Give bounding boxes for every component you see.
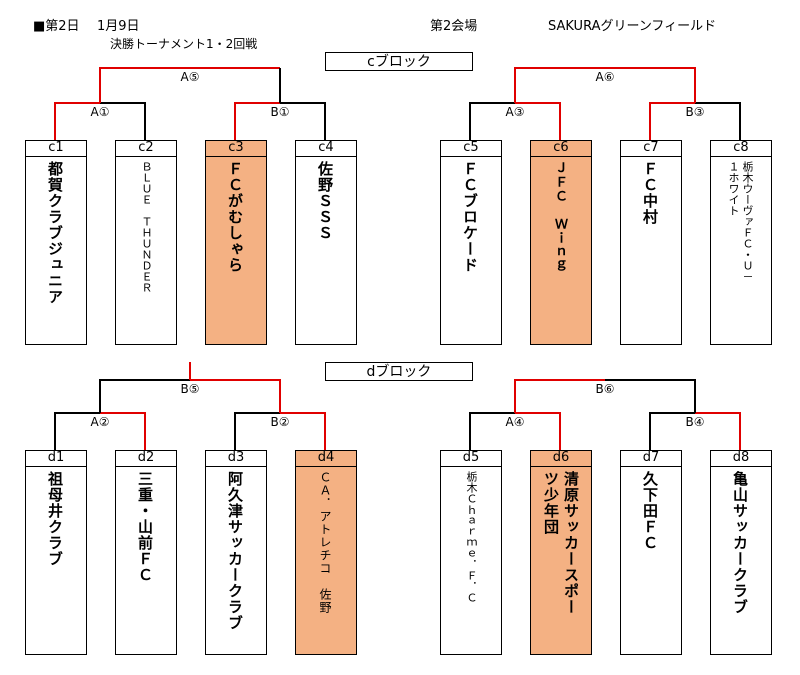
team-name: 祖母井クラブ — [46, 471, 64, 567]
team-card-c7: c7 ＦＣ中村 — [620, 140, 682, 345]
team-card-c2: c2 ＢＬＵＥ ＴＨＵＮＤＥＲ — [115, 140, 177, 345]
team-name: ＣＡ．アトレチコ 佐野 — [318, 471, 332, 614]
team-name: ＦＣがむしゃら — [226, 161, 244, 273]
match-label: B① — [260, 105, 300, 119]
team-card-c8: c8 栃木ウーヴァＦＣ・Ｕ－ １ホワイト — [710, 140, 772, 345]
stage-subtitle: 決勝トーナメント1・2回戦 — [110, 37, 258, 51]
team-card-c6: c6 ＪＦＣ Ｗｉｎｇ — [530, 140, 592, 345]
match-label: A⑤ — [170, 70, 210, 84]
team-card-d5: d5 栃木Ｃｈａｒｍｅ．Ｆ．Ｃ — [440, 450, 502, 655]
team-card-d7: d7 久下田ＦＣ — [620, 450, 682, 655]
team-code: d3 — [206, 451, 266, 467]
team-name: 栃木Ｃｈａｒｍｅ．Ｆ．Ｃ — [465, 471, 478, 603]
team-code: d6 — [531, 451, 591, 467]
field-label: SAKURAグリーンフィールド — [548, 19, 717, 34]
match-label: B② — [260, 415, 300, 429]
team-code: c7 — [621, 141, 681, 157]
team-code: d5 — [441, 451, 501, 467]
team-card-d4: d4 ＣＡ．アトレチコ 佐野 — [295, 450, 357, 655]
team-card-c4: c4 佐野ＳＳＳ — [295, 140, 357, 345]
team-code: c6 — [531, 141, 591, 157]
team-name: ＢＬＵＥ ＴＨＵＮＤＥＲ — [140, 161, 153, 293]
team-code: c1 — [26, 141, 86, 157]
team-name: ＪＦＣ Ｗｉｎｇ — [552, 161, 567, 273]
team-name: ＦＣブロケード — [461, 161, 479, 273]
day-label: ■第2日 — [33, 19, 80, 34]
team-name: 三重・山前ＦＣ — [136, 471, 154, 583]
block-c-label: cブロック — [325, 52, 473, 71]
team-code: c3 — [206, 141, 266, 157]
team-code: d4 — [296, 451, 356, 467]
match-label: B③ — [675, 105, 715, 119]
team-code: d8 — [711, 451, 771, 467]
team-name-line2: ツ少年団 — [542, 471, 560, 535]
match-label: B④ — [675, 415, 715, 429]
team-name: 亀山サッカークラブ — [731, 471, 749, 615]
team-code: d2 — [116, 451, 176, 467]
match-label: A③ — [495, 105, 535, 119]
team-code: d7 — [621, 451, 681, 467]
team-card-c5: c5 ＦＣブロケード — [440, 140, 502, 345]
team-name: 都賀クラブジュニア — [46, 161, 64, 305]
team-card-d2: d2 三重・山前ＦＣ — [115, 450, 177, 655]
match-label: A② — [80, 415, 120, 429]
block-d-label: dブロック — [325, 362, 473, 381]
team-card-d3: d3 阿久津サッカークラブ — [205, 450, 267, 655]
team-card-d1: d1 祖母井クラブ — [25, 450, 87, 655]
venue-label: 第2会場 — [430, 19, 478, 34]
match-label: A① — [80, 105, 120, 119]
team-code: c4 — [296, 141, 356, 157]
match-label: B⑥ — [585, 382, 625, 396]
match-label: A⑥ — [585, 70, 625, 84]
team-name: 久下田ＦＣ — [641, 471, 659, 551]
team-name: 阿久津サッカークラブ — [226, 471, 244, 631]
team-code: d1 — [26, 451, 86, 467]
team-card-d6: d6 清原サッカースポー ツ少年団 — [530, 450, 592, 655]
match-label: B⑤ — [170, 382, 210, 396]
team-name-line1: 清原サッカースポー — [562, 471, 580, 615]
team-card-d8: d8 亀山サッカークラブ — [710, 450, 772, 655]
team-name: ＦＣ中村 — [641, 161, 659, 225]
team-card-c3: c3 ＦＣがむしゃら — [205, 140, 267, 345]
team-code: c2 — [116, 141, 176, 157]
team-name-line2: １ホワイト — [727, 161, 740, 216]
date-label: 1月9日 — [97, 19, 140, 34]
match-label: A④ — [495, 415, 535, 429]
team-code: c5 — [441, 141, 501, 157]
team-card-c1: c1 都賀クラブジュニア — [25, 140, 87, 345]
team-name-line1: 栃木ウーヴァＦＣ・Ｕ－ — [741, 161, 754, 282]
team-name: 佐野ＳＳＳ — [316, 161, 334, 241]
team-code: c8 — [711, 141, 771, 157]
